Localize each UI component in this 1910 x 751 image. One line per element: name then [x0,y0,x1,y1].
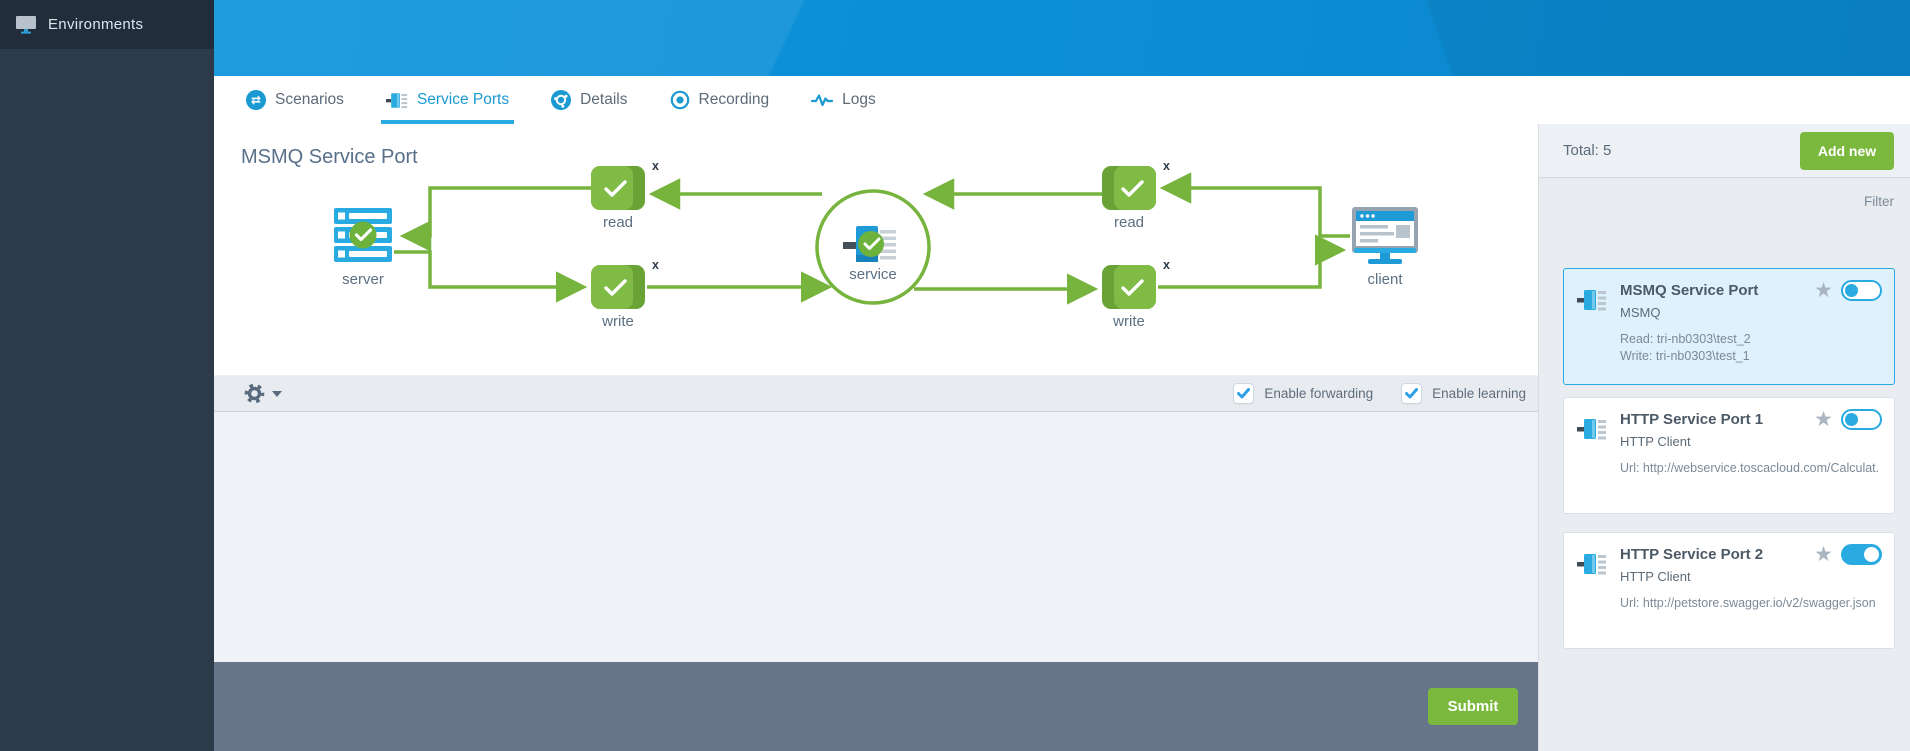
sidebar: Environments [0,0,214,751]
service-port-icon [1577,546,1609,634]
check-icon [604,279,627,296]
enable-forwarding-label: Enable forwarding [1264,386,1374,401]
card-detail-write: Write: tri-nb0303\test_1 [1620,349,1750,363]
total-count-label: Total: 5 [1563,142,1612,159]
client-label: client [1367,271,1403,288]
read-right-label: read [1114,214,1144,231]
tab-label: Scenarios [275,91,344,108]
tab-logs[interactable]: Logs [811,76,876,124]
filter-label: Filter [1864,193,1894,209]
server-icon [334,208,392,262]
card-detail-url: Url: http://petstore.swagger.io/v2/swagg… [1620,596,1876,610]
server-node[interactable] [334,208,392,262]
tab-label: Service Ports [416,91,510,108]
client-node[interactable] [1352,207,1418,264]
service-check-badge [858,231,884,257]
service-port-icon [1577,411,1609,499]
enable-learning-checkbox[interactable] [1401,383,1423,404]
card-title: HTTP Service Port 2 [1620,546,1764,563]
card-title: MSMQ Service Port [1620,282,1759,299]
tab-label: Details [580,91,628,108]
check-icon [1121,180,1144,197]
check-icon [1121,279,1144,296]
server-label: server [342,271,384,288]
enabled-toggle[interactable] [1841,280,1882,301]
favorite-star-icon[interactable]: ★ [1814,543,1833,566]
tab-recording[interactable]: Recording [670,76,770,124]
tab-label: Recording [698,91,770,108]
service-port-list: MSMQ Service Port MSMQ Read: tri-nb0303\… [1539,268,1910,649]
connector-read-to-server [399,186,591,252]
chevron-down-icon [272,390,282,397]
sidebar-header-environments[interactable]: Environments [0,0,214,49]
list-item-http-service-port-1[interactable]: HTTP Service Port 1 HTTP Client Url: htt… [1563,397,1895,514]
connector-client-to-read [1159,172,1350,238]
connector-write-to-client [1158,234,1347,289]
connector-server-to-write [394,250,588,303]
add-new-button[interactable]: Add new [1800,131,1894,170]
card-subtitle: HTTP Client [1620,569,1691,584]
check-icon [1405,388,1419,399]
service-ports-icon [386,91,408,110]
server-check-badge [349,221,377,249]
card-detail-read: Read: tri-nb0303\test_2 [1620,332,1751,346]
favorite-star-icon[interactable]: ★ [1814,408,1833,431]
gear-icon [244,383,265,404]
enabled-toggle[interactable] [1841,409,1882,430]
submit-button[interactable]: Submit [1428,688,1518,725]
logs-pulse-icon [811,94,834,107]
service-ports-panel: Total: 5 Add new Filter MSMQ Service Por… [1538,124,1910,751]
sidebar-title: Environments [48,16,144,33]
card-subtitle: MSMQ [1620,305,1661,320]
remove-write-right-button[interactable]: x [1163,258,1170,272]
list-item-http-service-port-2[interactable]: HTTP Service Port 2 HTTP Client Url: htt… [1563,532,1895,649]
monitor-icon [16,15,36,34]
diagram-title: MSMQ Service Port [241,146,418,168]
scenarios-icon: ⇄ [246,90,266,110]
remove-write-left-button[interactable]: x [652,258,659,272]
list-item-msmq-service-port[interactable]: MSMQ Service Port MSMQ Read: tri-nb0303\… [1563,268,1895,385]
tab-label: Logs [842,91,876,108]
write-node-right[interactable] [1102,265,1156,309]
service-label: service [849,266,897,283]
diagram-toolbar: Enable forwarding Enable learning [214,375,1538,412]
read-node-left[interactable] [591,166,645,210]
tab-bar: ⇄ Scenarios Service Ports Details Record… [214,76,1910,125]
tab-service-ports[interactable]: Service Ports [380,76,515,124]
details-gear-icon [551,90,572,110]
service-port-icon [843,226,896,262]
remove-read-right-button[interactable]: x [1163,159,1170,173]
enable-learning-label: Enable learning [1432,386,1526,401]
service-node[interactable]: service [815,189,931,305]
check-icon [604,180,627,197]
flow-connectors [394,172,1350,305]
write-right-label: write [1112,313,1145,330]
favorite-star-icon[interactable]: ★ [1814,279,1833,302]
filter-control[interactable]: Filter [1539,181,1910,221]
panel-header: Total: 5 Add new [1539,124,1910,178]
check-icon [1237,388,1251,399]
recording-icon [670,90,689,110]
content-work-area [214,412,1538,662]
settings-menu-button[interactable] [244,383,282,404]
service-port-icon [1577,282,1609,370]
card-detail-url: Url: http://webservice.toscacloud.com/Ca… [1620,461,1880,475]
write-left-label: write [601,313,634,330]
card-subtitle: HTTP Client [1620,434,1691,449]
footer-bar: Submit [214,662,1538,751]
read-node-right[interactable] [1102,166,1156,210]
card-title: HTTP Service Port 1 [1620,411,1764,428]
enable-forwarding-checkbox[interactable] [1233,383,1255,404]
tab-details[interactable]: Details [551,76,628,124]
write-node-left[interactable] [591,265,645,309]
remove-read-left-button[interactable]: x [652,159,659,173]
read-left-label: read [603,214,633,231]
enabled-toggle[interactable] [1841,544,1882,565]
service-port-diagram: MSMQ Service Port [214,124,1538,375]
top-header-band [214,0,1910,76]
tab-scenarios[interactable]: ⇄ Scenarios [246,76,344,124]
client-monitor-icon [1352,207,1418,264]
